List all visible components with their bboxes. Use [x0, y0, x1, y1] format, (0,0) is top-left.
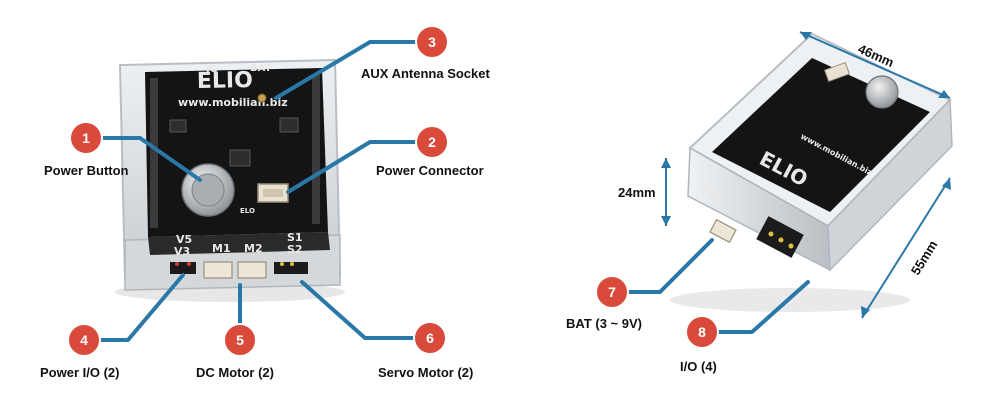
svg-text:6: 6: [426, 330, 434, 346]
leader-line-8: [716, 280, 810, 334]
callout-label-5: DC Motor (2): [196, 365, 274, 380]
pcb-v3-label: V3: [174, 245, 190, 258]
right-device: ELIO www.mobilian.biz BAT: [670, 32, 953, 312]
svg-text:4: 4: [80, 332, 88, 348]
callout-badge-7: 7: [595, 275, 629, 309]
dimension-height: 24mm: [618, 158, 671, 226]
pcb-s2-label: S2: [287, 243, 303, 256]
callout-label-1: Power Button: [44, 163, 129, 178]
pcb-m2-label: M2: [244, 242, 263, 255]
svg-text:7: 7: [608, 284, 616, 300]
dimension-height-label: 24mm: [618, 185, 656, 200]
pcb-v5-label: V5: [176, 233, 192, 246]
pcb-bat-label: BAT: [250, 63, 272, 74]
callout-badge-3: 3: [415, 25, 449, 59]
servo-header: [274, 262, 308, 274]
svg-text:3: 3: [428, 34, 436, 50]
leader-line-6: [300, 280, 416, 340]
callout-label-7: BAT (3 ~ 9V): [566, 316, 642, 331]
leader-line-1: [100, 136, 202, 182]
callout-label-6: Servo Motor (2): [378, 365, 473, 380]
dimension-depth-label: 55mm: [908, 238, 941, 278]
svg-text:5: 5: [236, 332, 244, 348]
power-io-header: [170, 262, 196, 274]
leader-line-7: [626, 238, 714, 294]
callout-badge-5: 5: [223, 323, 257, 357]
leader-line-3: [274, 40, 418, 100]
callout-badge-8: 8: [685, 315, 719, 349]
leader-line-2: [286, 140, 418, 194]
dc-motor-connector-1: [203, 261, 233, 279]
pcb-brand-label: ELIO: [197, 68, 253, 94]
aux-antenna-socket: [257, 93, 267, 103]
svg-text:8: 8: [698, 324, 706, 340]
left-device: ELIO IO BAT www.mobilian.biz ELO V5 V3 M…: [115, 58, 345, 302]
callout-label-4: Power I/O (2): [40, 365, 119, 380]
bat-connector: [709, 218, 737, 244]
pcb-io-label: IO: [206, 64, 218, 75]
io-header: [756, 216, 804, 258]
pcb-s1-label: S1: [287, 231, 303, 244]
pcb-elo-label: ELO: [240, 207, 255, 215]
svg-text:2: 2: [428, 134, 436, 150]
callout-label-2: Power Connector: [376, 163, 484, 178]
leader-line-4: [98, 273, 185, 342]
callout-badge-2: 2: [415, 125, 449, 159]
callout-badge-4: 4: [67, 323, 101, 357]
callout-badge-1: 1: [69, 121, 103, 155]
dc-motor-connector-2: [237, 261, 267, 279]
pcb-url-label: www.mobilian.biz: [178, 96, 288, 109]
callout-label-3: AUX Antenna Socket: [361, 66, 490, 81]
svg-text:1: 1: [82, 130, 90, 146]
callout-badge-6: 6: [413, 321, 447, 355]
callout-label-8: I/O (4): [680, 359, 717, 374]
pcb-m1-label: M1: [212, 242, 231, 255]
